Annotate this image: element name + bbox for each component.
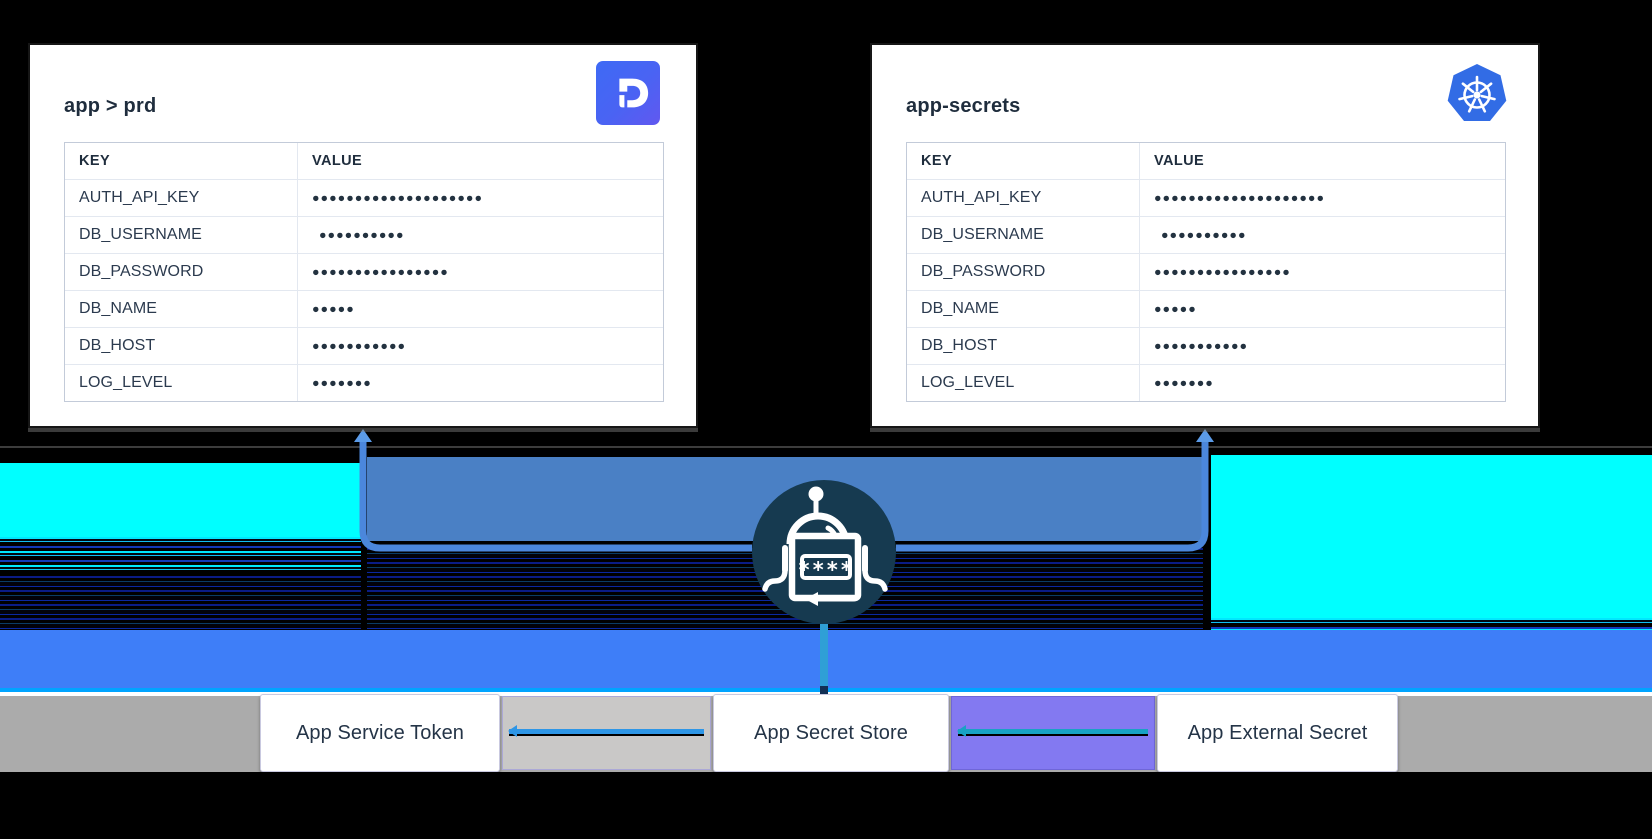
- robot-connector-nub: [820, 686, 828, 694]
- masked-secret-value: ●●●●●●●●●●: [1161, 227, 1247, 242]
- masked-secret-value: ●●●●●●●: [1154, 375, 1214, 390]
- table-row: DB_USERNAME ●●●●●●●●●●: [65, 216, 663, 253]
- token-to-store-connector: [502, 696, 711, 770]
- secret-key-label: DB_NAME: [65, 291, 298, 327]
- secret-value-cell: ●●●●●●●●●●●●●●●●●●●●: [298, 180, 663, 216]
- secret-key-label: AUTH_API_KEY: [65, 180, 298, 216]
- password-sync-robot-icon: ****: [752, 480, 896, 624]
- doppler-secrets-panel: app > prd KEY VALUE AUTH_API_KEY ●●●●●●●…: [28, 43, 698, 428]
- connector-line-teal: [957, 724, 1148, 737]
- secret-key-label: AUTH_API_KEY: [907, 180, 1140, 216]
- masked-secret-value: ●●●●●: [1154, 301, 1197, 316]
- secret-key-label: DB_NAME: [907, 291, 1140, 327]
- connector-line-blue: [508, 724, 704, 737]
- refresh-arrowhead: [805, 592, 818, 606]
- value-column-header: VALUE: [1154, 153, 1205, 169]
- key-column-header: KEY: [907, 143, 1140, 179]
- masked-secret-value: ●●●●●: [312, 301, 355, 316]
- app-secret-store-box: App Secret Store: [713, 694, 949, 772]
- table-row: DB_NAME ●●●●●: [907, 290, 1505, 327]
- masked-secret-value: ●●●●●●●●●●●: [1154, 338, 1249, 353]
- table-row: LOG_LEVEL ●●●●●●●: [65, 364, 663, 401]
- secret-key-label: DB_PASSWORD: [907, 254, 1140, 290]
- table-row: DB_USERNAME ●●●●●●●●●●: [907, 216, 1505, 253]
- doppler-panel-title: app > prd: [64, 95, 157, 117]
- table-row: DB_NAME ●●●●●: [65, 290, 663, 327]
- secret-value-cell: ●●●●●: [1140, 291, 1505, 327]
- table-row: AUTH_API_KEY ●●●●●●●●●●●●●●●●●●●●: [907, 179, 1505, 216]
- kubernetes-secrets-panel: app-secrets KEY VALUE: [870, 43, 1540, 428]
- secret-value-cell: ●●●●●●●●●●●●●●●●●●●●: [1140, 180, 1505, 216]
- secret-value-cell: ●●●●●●●: [298, 365, 663, 401]
- doppler-logo-icon: [596, 61, 660, 125]
- kubernetes-secrets-table: KEY VALUE AUTH_API_KEY ●●●●●●●●●●●●●●●●●…: [906, 142, 1506, 402]
- secret-key-label: DB_HOST: [907, 328, 1140, 364]
- secret-value-cell: ●●●●●●●●●●●: [1140, 328, 1505, 364]
- table-row: LOG_LEVEL ●●●●●●●: [907, 364, 1505, 401]
- kubernetes-logo-icon: [1444, 61, 1510, 127]
- table-header-row: KEY VALUE: [65, 143, 663, 179]
- secret-key-label: LOG_LEVEL: [907, 365, 1140, 401]
- cyan-band-left: [0, 463, 361, 537]
- secret-value-cell: ●●●●●●●●●●: [1140, 217, 1505, 253]
- glitch-stripes-left-lower: [0, 573, 361, 630]
- secret-value-cell: ●●●●●●●●●●●●●●●●: [298, 254, 663, 290]
- masked-secret-value: ●●●●●●●●●●●●●●●●: [312, 264, 449, 279]
- secret-value-cell: ●●●●●●●●●●●: [298, 328, 663, 364]
- kubernetes-table-body: AUTH_API_KEY ●●●●●●●●●●●●●●●●●●●● DB_USE…: [907, 179, 1505, 401]
- secret-key-label: DB_HOST: [65, 328, 298, 364]
- masked-secret-value: ●●●●●●●: [312, 375, 372, 390]
- table-row: DB_HOST ●●●●●●●●●●●: [65, 327, 663, 364]
- arrow-up-left-icon: [354, 429, 372, 442]
- secret-key-label: DB_USERNAME: [65, 217, 298, 253]
- key-column-header: KEY: [65, 143, 298, 179]
- secret-key-label: DB_USERNAME: [907, 217, 1140, 253]
- value-column-header: VALUE: [312, 153, 363, 169]
- arrow-up-right-icon: [1196, 429, 1214, 442]
- table-row: DB_PASSWORD ●●●●●●●●●●●●●●●●: [907, 253, 1505, 290]
- glitch-stripes-left-upper: [0, 537, 361, 573]
- masked-secret-value: ●●●●●●●●●●●●●●●●●●●●: [1154, 190, 1326, 205]
- doppler-table-body: AUTH_API_KEY ●●●●●●●●●●●●●●●●●●●● DB_USE…: [65, 179, 663, 401]
- secret-key-label: DB_PASSWORD: [65, 254, 298, 290]
- cyan-band-right: [1211, 455, 1652, 618]
- masked-secret-value: ●●●●●●●●●●●●●●●●: [1154, 264, 1291, 279]
- table-row: DB_PASSWORD ●●●●●●●●●●●●●●●●: [65, 253, 663, 290]
- glitch-hairline: [0, 446, 1652, 448]
- app-service-token-box: App Service Token: [260, 694, 500, 772]
- masked-secret-value: ●●●●●●●●●●: [319, 227, 405, 242]
- robot-connector-line: [820, 624, 828, 690]
- table-row: AUTH_API_KEY ●●●●●●●●●●●●●●●●●●●●: [65, 179, 663, 216]
- store-to-external-connector: [951, 696, 1155, 770]
- table-header-row: KEY VALUE: [907, 143, 1505, 179]
- glitch-stripes-right: [1211, 618, 1652, 630]
- robot-password-mask: ****: [798, 558, 855, 582]
- kubernetes-panel-title: app-secrets: [906, 95, 1021, 117]
- masked-secret-value: ●●●●●●●●●●●●●●●●●●●●: [312, 190, 484, 205]
- secret-value-cell: ●●●●●●●●●●: [298, 217, 663, 253]
- masked-secret-value: ●●●●●●●●●●●: [312, 338, 407, 353]
- secret-value-cell: ●●●●●●●●●●●●●●●●: [1140, 254, 1505, 290]
- arrow-left-icon: [957, 724, 966, 737]
- robot-glyph: ****: [762, 486, 888, 606]
- doppler-secrets-table: KEY VALUE AUTH_API_KEY ●●●●●●●●●●●●●●●●●…: [64, 142, 664, 402]
- table-row: DB_HOST ●●●●●●●●●●●: [907, 327, 1505, 364]
- arrow-left-icon: [508, 724, 517, 737]
- secret-value-cell: ●●●●●●●: [1140, 365, 1505, 401]
- app-external-secret-box: App External Secret: [1157, 694, 1398, 772]
- secret-key-label: LOG_LEVEL: [65, 365, 298, 401]
- secret-value-cell: ●●●●●: [298, 291, 663, 327]
